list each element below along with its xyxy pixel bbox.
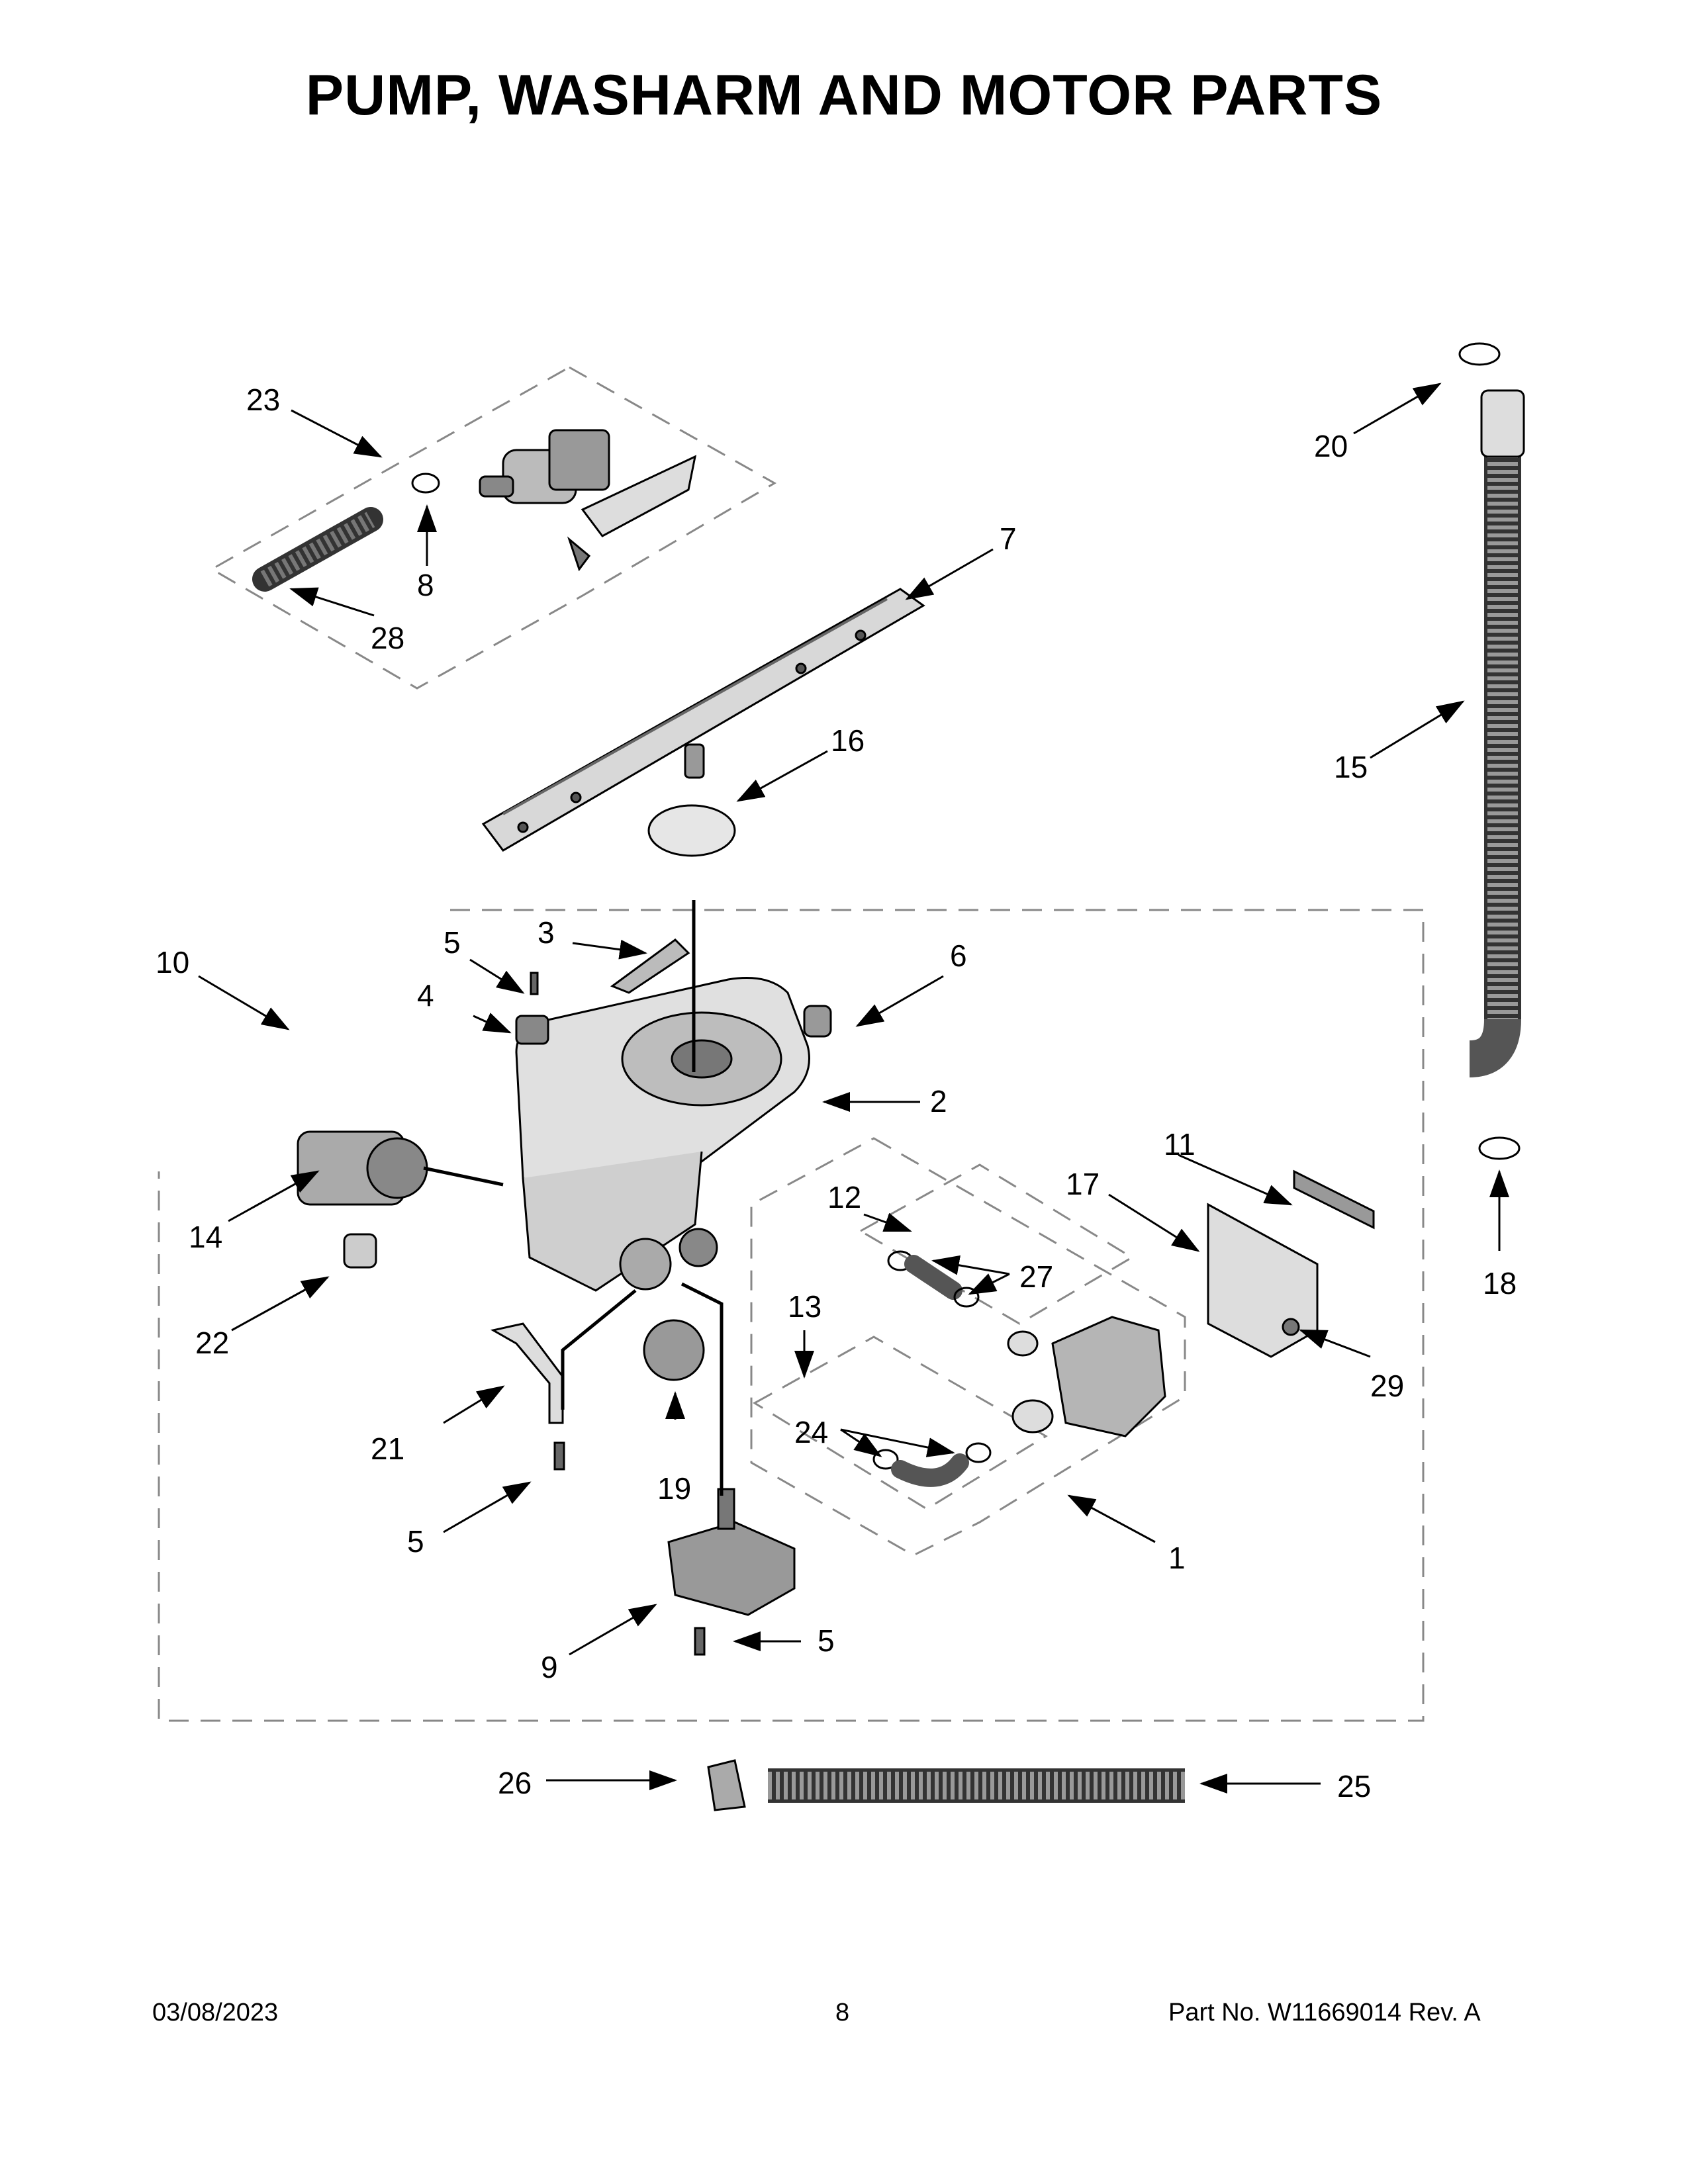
water-inlet-valve [479,429,697,572]
footer-date: 03/08/2023 [152,1999,279,2026]
screw-top [530,972,539,995]
callout-12: 12 [827,1180,861,1214]
callout-14: 14 [189,1220,222,1254]
drain-pump [297,1130,504,1206]
clamp-18 [1478,1136,1521,1160]
parts-art [252,342,1525,1811]
outline-hose-kit-24 [753,1336,1048,1510]
callout-11: 11 [1164,1127,1196,1161]
drain-hose [1468,389,1525,1077]
circulation-pump [1007,1316,1166,1437]
callout-28: 28 [371,621,404,655]
callout-23: 23 [246,383,280,417]
footer-part-number: Part No. W11669014 Rev. A [1168,1999,1481,2026]
hose-clamp-27b [953,1287,980,1308]
callout-24: 24 [794,1415,828,1449]
callout-26: 26 [498,1766,532,1800]
callout-18: 18 [1483,1266,1517,1300]
callout-5-left: 5 [407,1524,424,1559]
hose-clamp-24b [965,1442,992,1463]
callout-7: 7 [1000,522,1017,556]
callout-numbers: 1 2 3 4 5 5 5 6 7 8 9 10 11 12 13 14 15 … [156,383,1517,1803]
callout-4: 4 [417,978,434,1013]
screw-left [553,1441,565,1471]
lower-washarm [481,588,925,852]
group-outlines [158,366,1425,1722]
turbidity-sensor [643,1319,705,1381]
valve-clamp [411,473,440,494]
callout-20: 20 [1314,429,1348,463]
callout-10: 10 [156,945,189,979]
callout-22: 22 [195,1326,229,1360]
sump-clip [610,938,690,994]
callout-29: 29 [1370,1369,1404,1403]
fill-hose [252,507,383,592]
callout-1: 1 [1168,1541,1186,1575]
clip-11 [1293,1169,1375,1230]
outline-pump-group [750,1137,1186,1557]
mount-bracket [1207,1203,1319,1358]
callout-16: 16 [831,723,865,758]
outline-water-valve-group [209,366,777,690]
callout-27: 27 [1019,1259,1053,1294]
callout-3: 3 [538,915,555,950]
screw-29 [1282,1318,1300,1336]
callout-17: 17 [1066,1167,1100,1201]
callout-5-bottom: 5 [818,1623,835,1658]
outline-main-assembly [158,909,1425,1722]
hose-clip-26 [707,1759,746,1811]
diverter [515,1015,549,1045]
callout-13: 13 [788,1289,821,1324]
washarm-mount [647,804,736,857]
footer-page-number: 8 [835,1999,850,2026]
callout-2: 2 [930,1084,947,1118]
grommet [803,1005,832,1038]
callout-9: 9 [541,1650,558,1684]
callout-6: 6 [950,938,967,973]
callout-5-top: 5 [444,925,461,960]
callout-25: 25 [1337,1769,1371,1803]
bracket [490,1322,564,1424]
hose-27 [904,1255,962,1300]
hose-clamp-24a [872,1449,899,1470]
wash-motor [667,1488,796,1616]
callout-21: 21 [371,1432,404,1466]
leader-lines [198,383,1509,1794]
callout-8: 8 [417,568,434,602]
callout-15: 15 [1334,750,1368,784]
hose-24 [891,1453,969,1487]
thermistor [343,1233,377,1269]
callout-19: 19 [657,1471,691,1506]
clamp-20 [1458,342,1501,366]
page-title: PUMP, WASHARM AND MOTOR PARTS [305,64,1383,127]
sump-assembly [515,977,810,1292]
screw-bottom [694,1627,706,1656]
